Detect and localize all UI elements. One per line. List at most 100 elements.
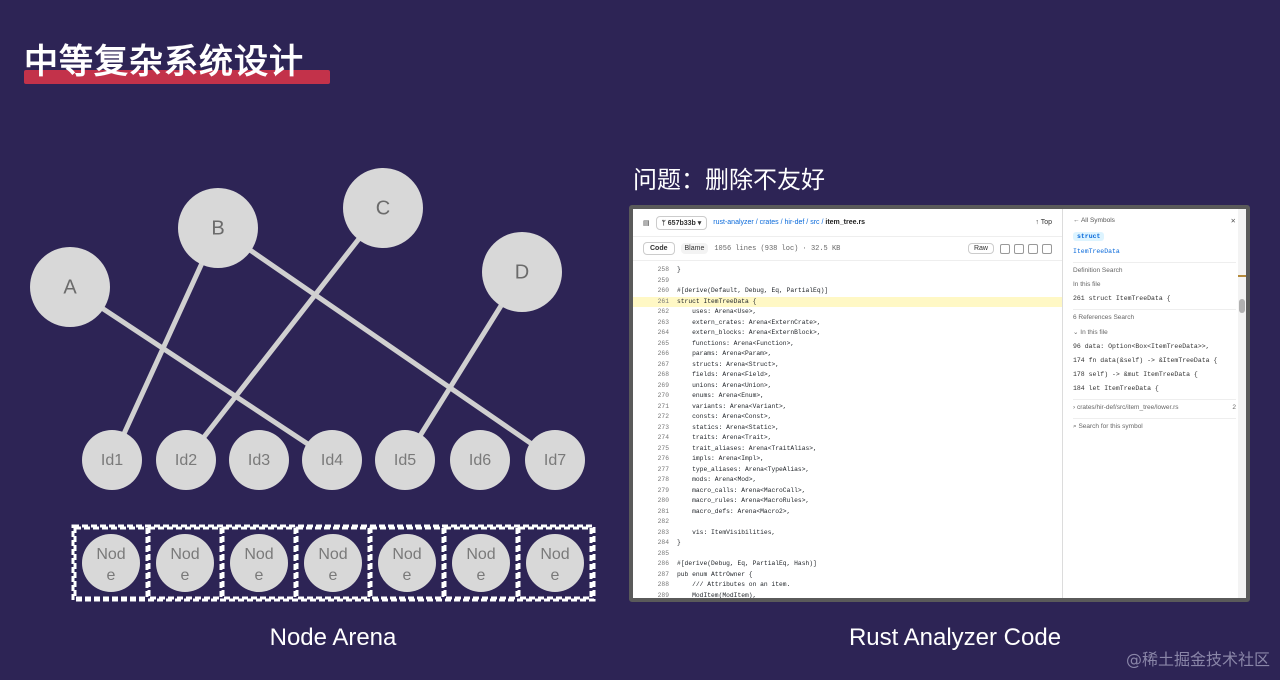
line-text: type_aliases: Arena<TypeAlias>, [677,465,810,473]
arena-cell-4: Nod e [295,526,371,600]
line-text: uses: Arena<Use>, [677,308,757,315]
line-number: 287 [657,570,669,578]
line-text: #[derive(Debug, Eq, PartialEq, Hash)] [677,560,817,567]
branch-selector: ᛘ 657b33b ▾ [655,215,708,230]
line-text: extern_crates: Arena<ExternCrate>, [677,318,821,326]
arena-cell-7: Node [517,526,593,600]
svg-text:A: A [63,276,77,298]
line-number: 285 [657,549,669,557]
line-text: ModItem(ModItem), [677,591,757,599]
edge-b-id7 [215,225,558,463]
svg-text:Nod: Nod [318,546,347,563]
line-number: 289 [657,591,669,599]
code-screenshot: ▤ ᛘ 657b33b ▾ rust-analyzer / crates / h… [629,205,1250,602]
line-text: pub enum AttrOwner { [677,570,753,578]
definition-scope: In this file [1073,281,1101,288]
slide-title: 中等复杂系统设计 [24,42,304,82]
line-number: 266 [657,350,669,357]
problem-text: 问题：删除不友好 [633,166,825,194]
line-number: 282 [657,518,669,525]
code-line: 268 fields: Arena<Field>, [633,370,1062,381]
arena-cell-5: Nod e [369,526,445,600]
id-node-4: Id4 [302,430,362,490]
tab-blame: Blame [680,243,709,254]
line-number: 262 [657,308,669,315]
code-line: 265 functions: Arena<Function>, [633,339,1062,350]
code-line: 283 vis: ItemVisibilities, [633,528,1062,539]
svg-text:C: C [376,197,390,219]
watermark: @稀土掘金技术社区 [1125,650,1270,669]
node-arena: Node Node Node Node Node Node Node [71,524,596,602]
code-pane: ▤ ᛘ 657b33b ▾ rust-analyzer / crates / h… [633,209,1063,598]
svg-text:e: e [255,567,264,584]
line-number: 286 [657,560,669,567]
svg-text:Nod: Nod [392,546,421,563]
definition-line: 261 struct ItemTreeData { [1073,295,1171,302]
svg-text:Nod: Nod [96,546,125,563]
code-line: 281 macro_defs: Arena<Macro2>, [633,507,1062,518]
svg-text:Nod: Nod [170,546,199,563]
line-number: 281 [657,507,669,515]
line-text: unions: Arena<Union>, [677,381,772,389]
references-scope: ⌄ In this file [1073,329,1108,336]
file-path-bar: ▤ ᛘ 657b33b ▾ rust-analyzer / crates / h… [633,209,1062,237]
svg-text:e: e [329,567,338,584]
code-line: 267 structs: Arena<Struct>, [633,360,1062,371]
code-line: 288 /// Attributes on an item. [633,580,1062,591]
node-a: A [30,247,110,327]
code-line: 260#[derive(Default, Debug, Eq, PartialE… [633,286,1062,297]
line-text: structs: Arena<Struct>, [677,360,780,368]
top-link: ↑ Top [1035,219,1052,226]
id-node-6: Id6 [450,430,510,490]
code-line: 270 enums: Arena<Enum>, [633,391,1062,402]
line-text: consts: Arena<Const>, [677,413,772,420]
search-symbol: ⌕ Search for this symbol [1073,418,1236,431]
line-number: 258 [657,266,669,273]
line-text: variants: Arena<Variant>, [677,402,787,410]
line-number: 272 [657,413,669,420]
line-number: 264 [657,329,669,336]
definition-header: Definition Search [1073,262,1236,274]
sidebar-toggle-icon: ▤ [643,219,650,227]
line-text: statics: Arena<Static>, [677,423,780,431]
code-toolbar: Code Blame 1056 lines (938 loc) · 32.5 K… [633,237,1062,261]
line-text: params: Arena<Param>, [677,350,772,357]
edit-icon [1028,243,1038,254]
file-breadcrumb: rust-analyzer / crates / hir-def / src /… [713,219,866,226]
symbol-kind: struct [1073,232,1236,241]
svg-text:Id6: Id6 [469,452,491,469]
line-text: trait_aliases: Arena<TraitAlias>, [677,444,817,452]
arena-cell-1: Node [73,526,149,600]
code-lines: 258}259 260#[derive(Default, Debug, Eq, P… [633,261,1062,599]
reference-item: 184 let ItemTreeData { [1073,385,1159,392]
svg-text:e: e [403,567,412,584]
code-line: 286 #[derive(Debug, Eq, PartialEq, Hash)] [633,559,1062,570]
svg-text:e: e [181,567,190,584]
line-text: traits: Arena<Trait>, [677,434,772,441]
code-line: 279 macro_calls: Arena<MacroCall>, [633,486,1062,497]
svg-text:Nod: Nod [244,546,273,563]
line-number: 283 [657,528,669,536]
close-icon: ✕ [1230,218,1236,225]
code-line: 274 traits: Arena<Trait>, [633,433,1062,444]
code-line: 258} [633,265,1062,276]
code-line: 284} [633,538,1062,549]
line-number: 268 [657,371,669,378]
arena-cell-3: Nod e [221,526,297,600]
reference-item: 178 self) -> &mut ItemTreeData { [1073,371,1198,378]
line-number: 259 [657,276,669,284]
edge-c-id2 [183,205,386,463]
line-text: functions: Arena<Function>, [677,339,795,347]
code-line: 263 extern_crates: Arena<ExternCrate>, [633,318,1062,329]
arena-cell-6: Node [443,526,519,600]
svg-text:D: D [515,261,529,283]
caption-node-arena: Node Arena [269,624,397,651]
code-line: 271 variants: Arena<Variant>, [633,402,1062,413]
id-node-1: Id1 [82,430,142,490]
symbol-name: ItemTreeData [1073,248,1120,255]
code-line: 276 impls: Arena<Impl>, [633,454,1062,465]
code-line: 272 consts: Arena<Const>, [633,412,1062,423]
line-number: 279 [657,486,669,494]
download-icon [1014,243,1024,254]
